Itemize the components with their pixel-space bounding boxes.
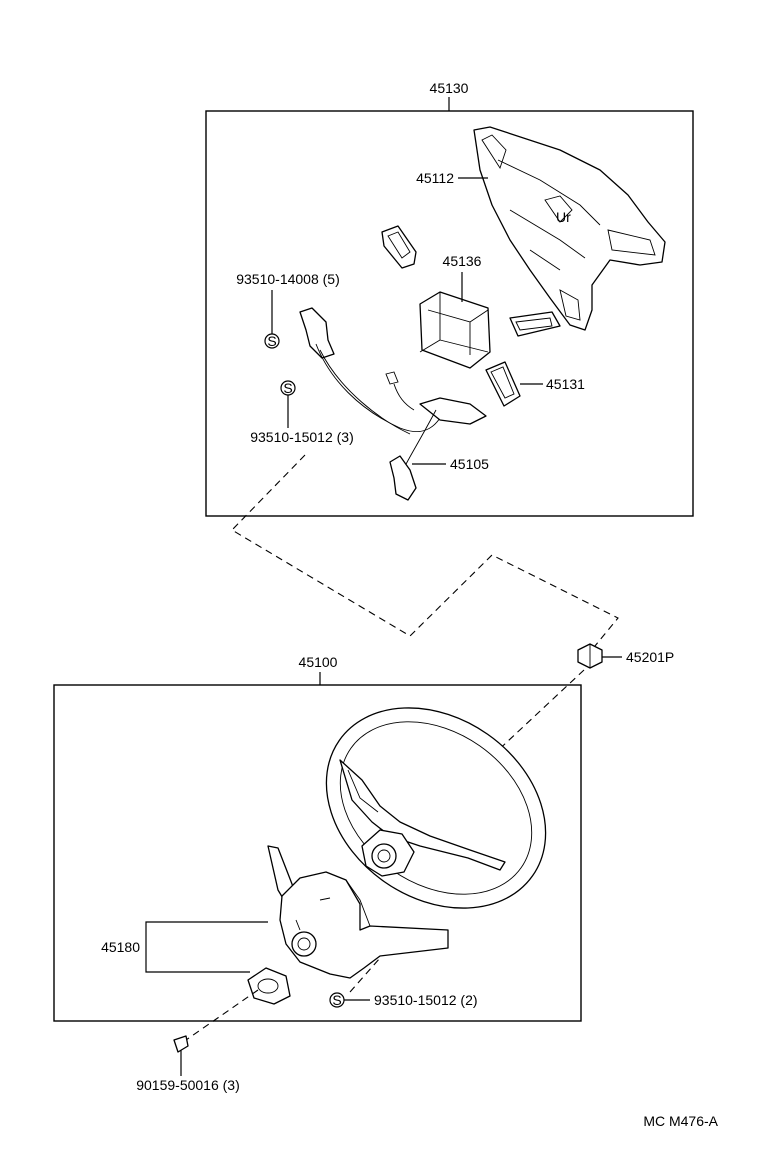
label-93510-15012-lower: 93510-15012 (2)	[374, 992, 478, 1008]
label-93510-14008: 93510-14008 (5)	[236, 271, 340, 287]
button-upper-left	[381, 225, 417, 269]
label-45201P: 45201P	[626, 649, 674, 665]
label-90159-50016: 90159-50016 (3)	[136, 1077, 240, 1093]
screw-mark-upper-a-letter: S	[267, 333, 276, 349]
upper-assembly-group: 45130 Ur 45112 45136 451	[205, 80, 694, 517]
label-45131: 45131	[546, 376, 585, 392]
label-45100: 45100	[299, 654, 338, 670]
steering-wheel-part	[325, 707, 547, 909]
button-45131-part	[485, 361, 521, 407]
lower-assembly-box	[53, 684, 582, 1022]
wire-part	[299, 307, 487, 501]
screw-lower-dashed	[349, 957, 381, 993]
label-45105: 45105	[450, 456, 489, 472]
screw-mark-lower-letter: S	[332, 992, 341, 1008]
pad-part: Ur	[473, 126, 666, 331]
bolt-part	[173, 1035, 189, 1053]
dashed-connector	[231, 454, 619, 653]
holder-part	[419, 291, 491, 369]
label-93510-15012-upper: 93510-15012 (3)	[250, 429, 354, 445]
cover-bracket	[145, 921, 268, 973]
pad-glyph: Ur	[556, 209, 571, 225]
label-45112: 45112	[416, 170, 454, 186]
lower-assembly-group: 45100 45180 S 93	[53, 654, 582, 1022]
label-45136: 45136	[443, 253, 482, 269]
label-45130: 45130	[430, 80, 469, 96]
diagram-code: MC M476-A	[643, 1113, 718, 1129]
label-45180: 45180	[101, 939, 140, 955]
bolt-group: 90159-50016 (3)	[136, 989, 259, 1093]
cover-part	[247, 845, 449, 1005]
bolt-dashed-line	[185, 989, 259, 1041]
screw-mark-upper-b-letter: S	[283, 380, 292, 396]
